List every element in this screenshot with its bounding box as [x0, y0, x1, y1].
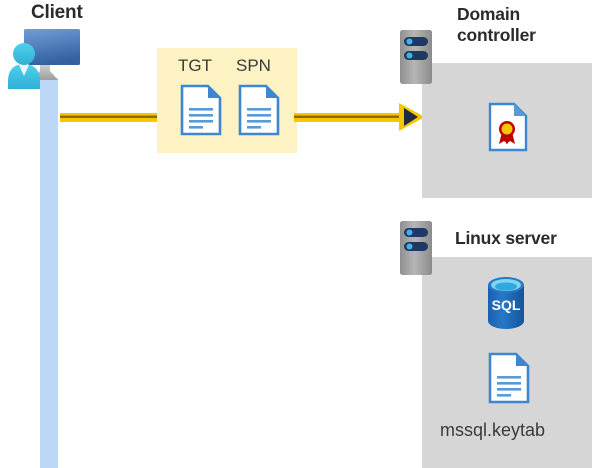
sql-database-icon: SQL: [483, 276, 529, 335]
tgt-document-icon: [180, 84, 222, 141]
client-lifeline-lane: [40, 78, 58, 468]
connector-line-right: [294, 113, 404, 122]
keytab-filename-label: mssql.keytab: [440, 420, 546, 440]
connector-line-left: [60, 113, 160, 122]
certificate-document-icon: [488, 102, 528, 157]
domain-controller-label: Domain controller: [457, 4, 536, 45]
spn-label: SPN: [236, 56, 271, 75]
client-computer-icon: [6, 27, 84, 94]
client-label: Client: [31, 2, 83, 23]
spn-document-icon: [238, 84, 280, 141]
linux-server-label: Linux server: [455, 228, 557, 248]
sql-icon-text: SQL: [492, 297, 521, 313]
keytab-document-icon: [488, 352, 530, 409]
tgt-label: TGT: [178, 56, 212, 75]
domain-controller-server-icon: [400, 30, 432, 84]
linux-server-icon: [400, 221, 432, 275]
